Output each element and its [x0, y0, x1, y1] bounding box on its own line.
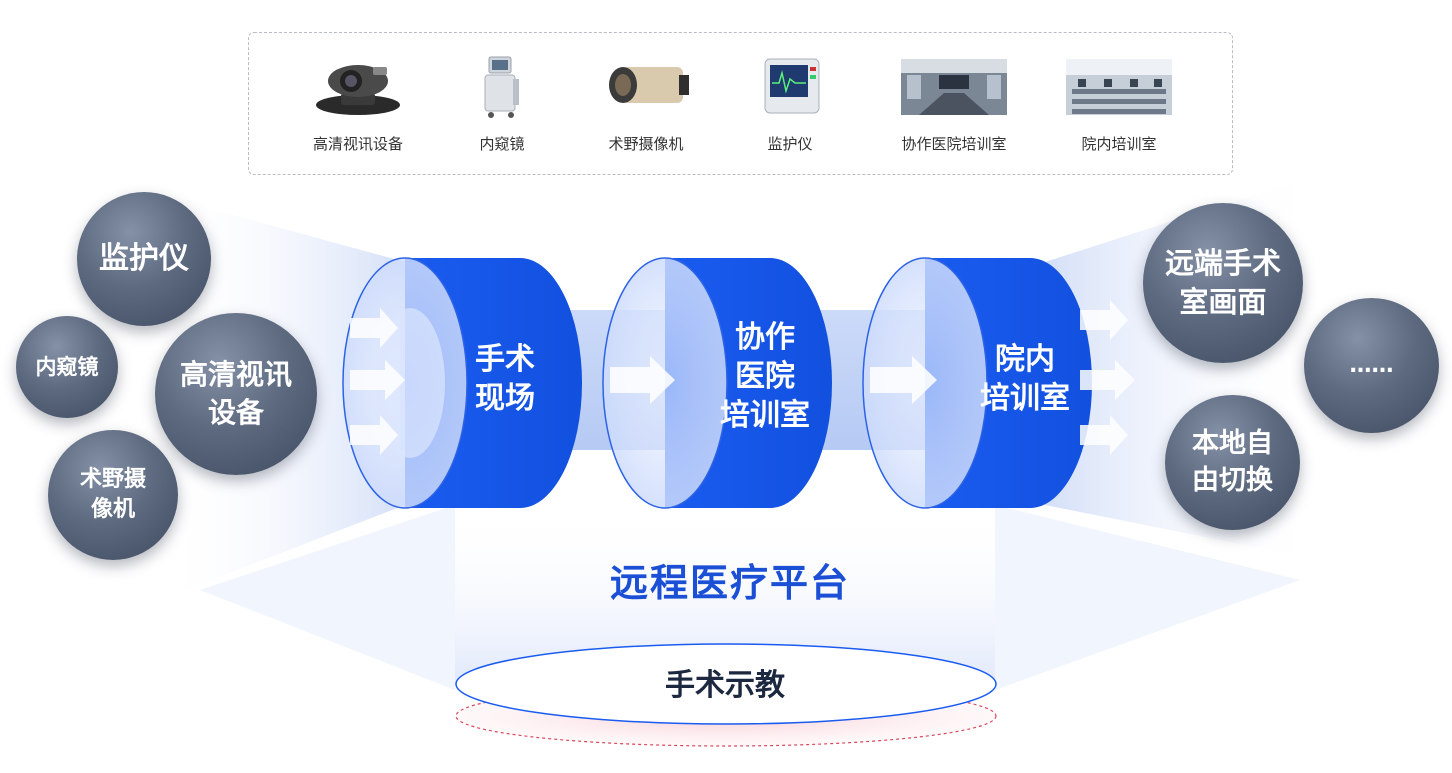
device-panel: 高清视讯设备 内窥镜 术野摄像机	[248, 32, 1233, 175]
device-item: 监护仪	[725, 53, 855, 154]
device-label: 高清视讯设备	[312, 135, 403, 153]
device-item: 内窥镜	[437, 53, 567, 154]
device-item: 协作医院培训室	[889, 53, 1019, 154]
output-label: 本地自 由切换	[1192, 428, 1273, 496]
surgical-camera-icon	[591, 53, 701, 119]
source-bubble-endoscope: 内窥镜	[16, 316, 118, 418]
base-ellipse	[455, 643, 997, 725]
output-bubble-remote-view: 远端手术 室画面	[1143, 203, 1303, 363]
source-bubble-monitor: 监护仪	[77, 192, 211, 326]
device-label: 术野摄像机	[608, 135, 684, 153]
device-label: 协作医院培训室	[901, 135, 1007, 153]
video-conference-camera-icon	[303, 53, 413, 119]
device-item: 院内培训室	[1054, 53, 1184, 154]
patient-monitor-icon	[735, 53, 845, 119]
device-label: 监护仪	[767, 135, 813, 153]
device-item: 高清视讯设备	[293, 53, 423, 154]
source-label: 监护仪	[99, 240, 189, 276]
platform-title: 远程医疗平台	[609, 561, 850, 605]
stage-label-internal-training: 院内 培训室	[980, 342, 1070, 416]
meeting-room-photo-icon	[899, 53, 1009, 119]
output-label: 远端手术 室画面	[1164, 245, 1281, 319]
training-room-photo-icon	[1064, 53, 1174, 119]
device-label: 院内培训室	[1081, 135, 1157, 153]
source-label: 内窥镜	[35, 354, 99, 379]
stage-label-surgery-site: 手术 现场	[475, 342, 535, 416]
device-label: 内窥镜	[479, 135, 525, 153]
source-label: 高清视讯 设备	[179, 358, 292, 429]
base-label: 手术示教	[665, 668, 785, 703]
device-item: 术野摄像机	[581, 53, 711, 154]
flow-arrows	[350, 300, 1135, 455]
source-bubble-surgical-camera: 术野摄 像机	[48, 430, 178, 560]
stage-label-partner-hospital: 协作 医院 培训室	[720, 320, 810, 433]
output-bubble-more: ……	[1304, 298, 1439, 433]
output-bubble-local-switch: 本地自 由切换	[1165, 395, 1300, 530]
endoscope-icon	[447, 53, 557, 119]
source-bubble-hd-video: 高清视讯 设备	[155, 313, 317, 475]
output-label: ……	[1349, 352, 1394, 378]
source-label: 术野摄 像机	[79, 467, 146, 522]
